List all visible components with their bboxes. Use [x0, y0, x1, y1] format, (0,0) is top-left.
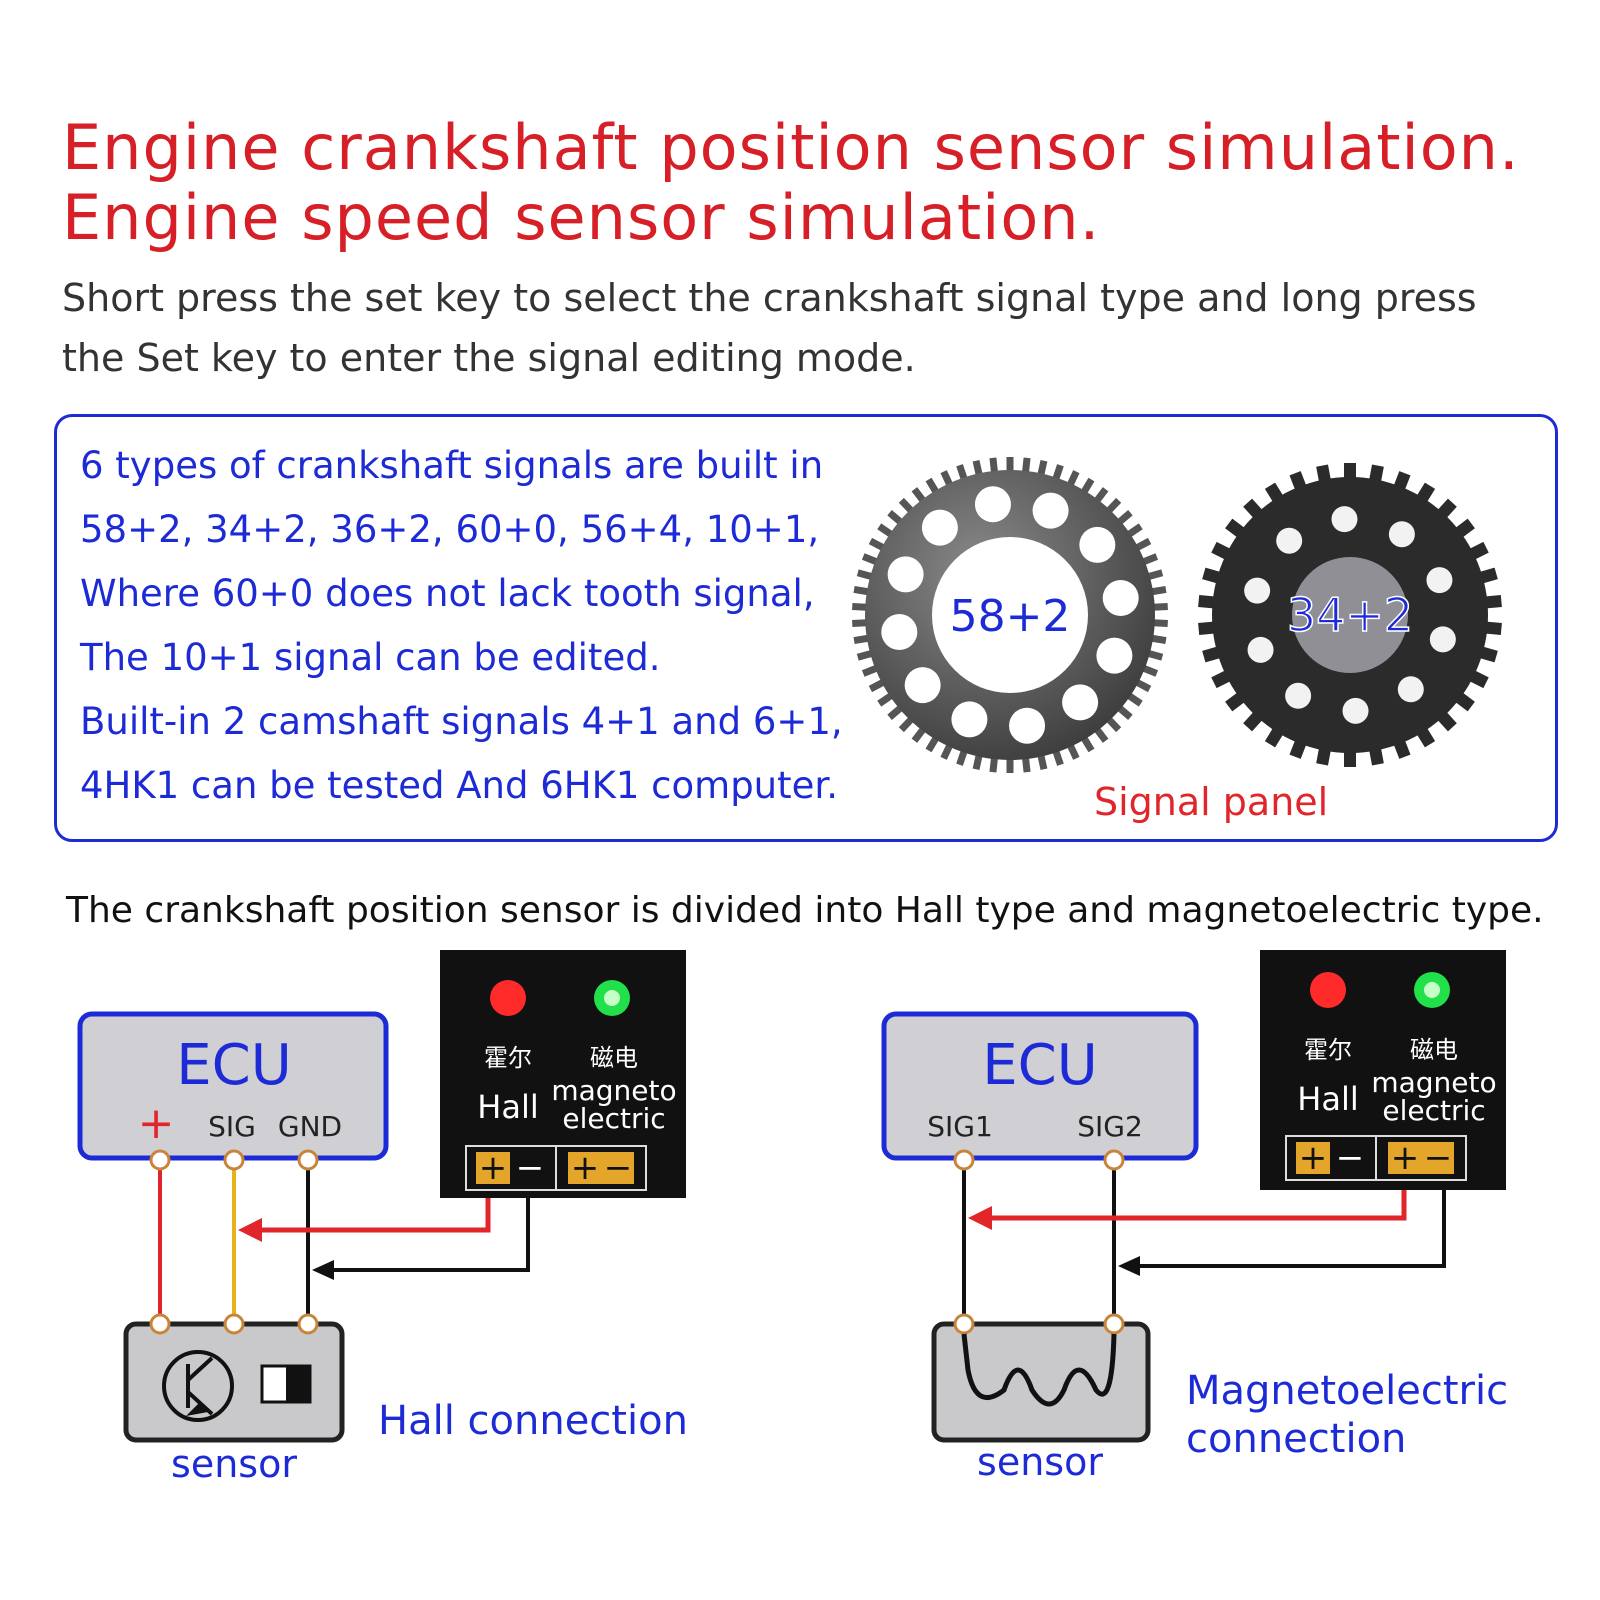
pin-gnd-label: GND	[278, 1110, 342, 1143]
signal-wheels: 58+2 34+2	[852, 457, 1502, 773]
module-plus-1: +	[1299, 1138, 1328, 1178]
magneto-connection-diagram: ECU SIG1 SIG2 sensor 霍尔 磁电 Hall magneto …	[881, 950, 1506, 1484]
wheel-tooth	[1006, 751, 1014, 773]
module-hall-cn: 霍尔	[484, 1044, 532, 1072]
module-hall: Hall	[477, 1088, 538, 1126]
wheel-hole	[1388, 521, 1415, 548]
wheel-hole	[1342, 697, 1369, 724]
wheel-tooth	[1006, 457, 1014, 479]
pin-sig2-label: SIG2	[1077, 1110, 1143, 1143]
module-plus-2: +	[571, 1148, 600, 1188]
intro-text: Short press the set key to select the cr…	[62, 276, 1477, 380]
module-electric: electric	[562, 1102, 665, 1135]
magnet-icon	[260, 1364, 312, 1404]
module-magneto-cn: 磁电	[590, 1044, 638, 1072]
wheel-hole	[1096, 637, 1133, 674]
signal-panel-label: Signal panel	[1094, 780, 1329, 824]
sensor-type-text: The crankshaft position sensor is divide…	[66, 890, 1544, 931]
module-minus-2: −	[604, 1148, 633, 1188]
info-line-2: 58+2, 34+2, 36+2, 60+0, 56+4, 10+1,	[80, 508, 820, 551]
wheel-hole	[1285, 682, 1312, 709]
wheel-hole	[1429, 626, 1456, 653]
wheel-hole	[1426, 567, 1453, 594]
magneto-sensor-box	[931, 1321, 1151, 1443]
module-magneto: magneto	[551, 1074, 676, 1107]
led-red	[490, 980, 526, 1016]
module-minus-2: −	[1424, 1138, 1453, 1178]
info-box	[54, 414, 1558, 842]
wheel-hole	[974, 486, 1011, 523]
ground-arrow-black	[1126, 1178, 1446, 1268]
ground-arrow-black	[320, 1180, 530, 1272]
wheel-hole	[1102, 579, 1139, 616]
ecu-box	[881, 1011, 1199, 1161]
module-plus-2: +	[1391, 1138, 1420, 1178]
info-line-6: 4HK1 can be tested And 6HK1 computer.	[80, 764, 838, 807]
wheel-hole	[1331, 506, 1358, 533]
magneto-sensor-label: sensor	[977, 1440, 1103, 1484]
hall-connection-diagram: ECU + SIG GND sensor 霍尔 磁电 Hall magneto …	[77, 950, 686, 1486]
wheel-hole	[921, 509, 958, 546]
title-line-2: Engine speed sensor simulation.	[62, 181, 1101, 254]
coil-icon	[961, 1333, 1117, 1407]
module-hall: Hall	[1297, 1080, 1358, 1118]
wheel-hole	[1079, 526, 1116, 563]
module-minus-1: −	[516, 1148, 545, 1188]
transistor-icon	[162, 1350, 234, 1422]
title-line-1: Engine crankshaft position sensor simula…	[62, 111, 1520, 184]
ecu-title: ECU	[176, 1033, 291, 1098]
wheel-right-label: 34+2	[1287, 588, 1413, 642]
wheel-hole	[1397, 676, 1424, 703]
pin-sig-label: SIG	[208, 1110, 256, 1143]
info-line-4: The 10+1 signal can be edited.	[80, 636, 661, 679]
hall-connection-label: Hall connection	[378, 1398, 688, 1444]
info-line-5: Built-in 2 camshaft signals 4+1 and 6+1,	[80, 700, 843, 743]
pin-plus-label: +	[138, 1098, 175, 1149]
wheel-hole	[951, 701, 988, 738]
wheel-hole	[887, 556, 924, 593]
magneto-connection-label-2: connection	[1186, 1416, 1407, 1462]
module-magneto-cn: 磁电	[1410, 1036, 1458, 1064]
wheel-hole	[881, 614, 918, 651]
module-magneto: magneto	[1371, 1066, 1496, 1099]
magneto-connection-label-1: Magnetoelectric	[1186, 1368, 1509, 1414]
wheel-hole	[904, 667, 941, 704]
wheel-left-label: 58+2	[950, 591, 1071, 642]
wheel-hole	[1244, 577, 1271, 604]
module-hall-cn: 霍尔	[1304, 1036, 1352, 1064]
info-line-3: Where 60+0 does not lack tooth signal,	[80, 572, 815, 615]
led-red	[1310, 972, 1346, 1008]
wheel-hole	[1247, 636, 1274, 663]
module-minus-1: −	[1336, 1138, 1365, 1178]
hall-sensor-label: sensor	[171, 1442, 297, 1486]
wheel-58-2-image: 58+2	[852, 457, 1168, 773]
wheel-hole	[1276, 527, 1303, 554]
wheel-34-2-image: 34+2	[1198, 463, 1502, 767]
wheel-hole	[1062, 684, 1099, 721]
wheel-hole	[1032, 492, 1069, 529]
info-line-1: 6 types of crankshaft signals are built …	[80, 444, 824, 487]
pin-sig1-label: SIG1	[927, 1110, 993, 1143]
wheel-hole	[1009, 707, 1046, 744]
signal-arrow-red	[976, 1178, 1407, 1221]
module-plus-1: +	[479, 1148, 508, 1188]
ecu-title: ECU	[982, 1033, 1097, 1098]
module-electric: electric	[1382, 1094, 1485, 1127]
